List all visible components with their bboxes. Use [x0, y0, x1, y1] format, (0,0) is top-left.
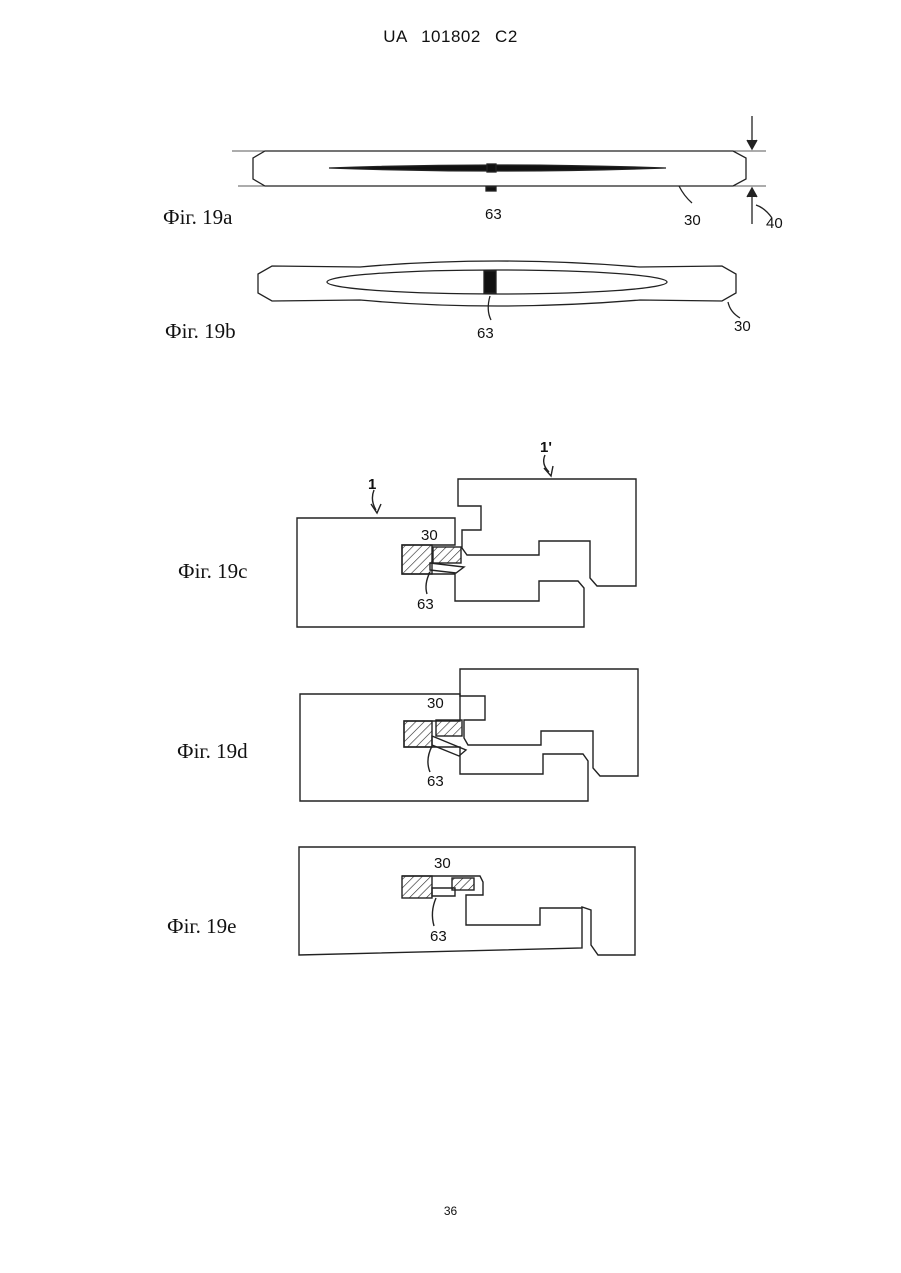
fig-19b-drawing — [258, 261, 740, 320]
ref-label-40: 40 — [766, 215, 783, 232]
ref-label-63: 63 — [417, 596, 434, 613]
ref-label-1: 1 — [368, 476, 376, 493]
ref-label-1-prime: 1' — [540, 439, 552, 456]
fig-19a-drawing — [232, 116, 772, 224]
ref-label-30: 30 — [421, 527, 438, 544]
ref-label-63: 63 — [485, 206, 502, 223]
fig-19c-drawing — [297, 455, 636, 627]
fig-19e-drawing — [299, 847, 635, 955]
ref-label-30: 30 — [427, 695, 444, 712]
ref-label-63: 63 — [477, 325, 494, 342]
ref-label-30: 30 — [734, 318, 751, 335]
ref-label-30: 30 — [684, 212, 701, 229]
ref-label-63: 63 — [430, 928, 447, 945]
ref-label-63: 63 — [427, 773, 444, 790]
ref-label-30: 30 — [434, 855, 451, 872]
page-number: 36 — [0, 1204, 901, 1218]
fig-19d-drawing — [300, 669, 638, 801]
